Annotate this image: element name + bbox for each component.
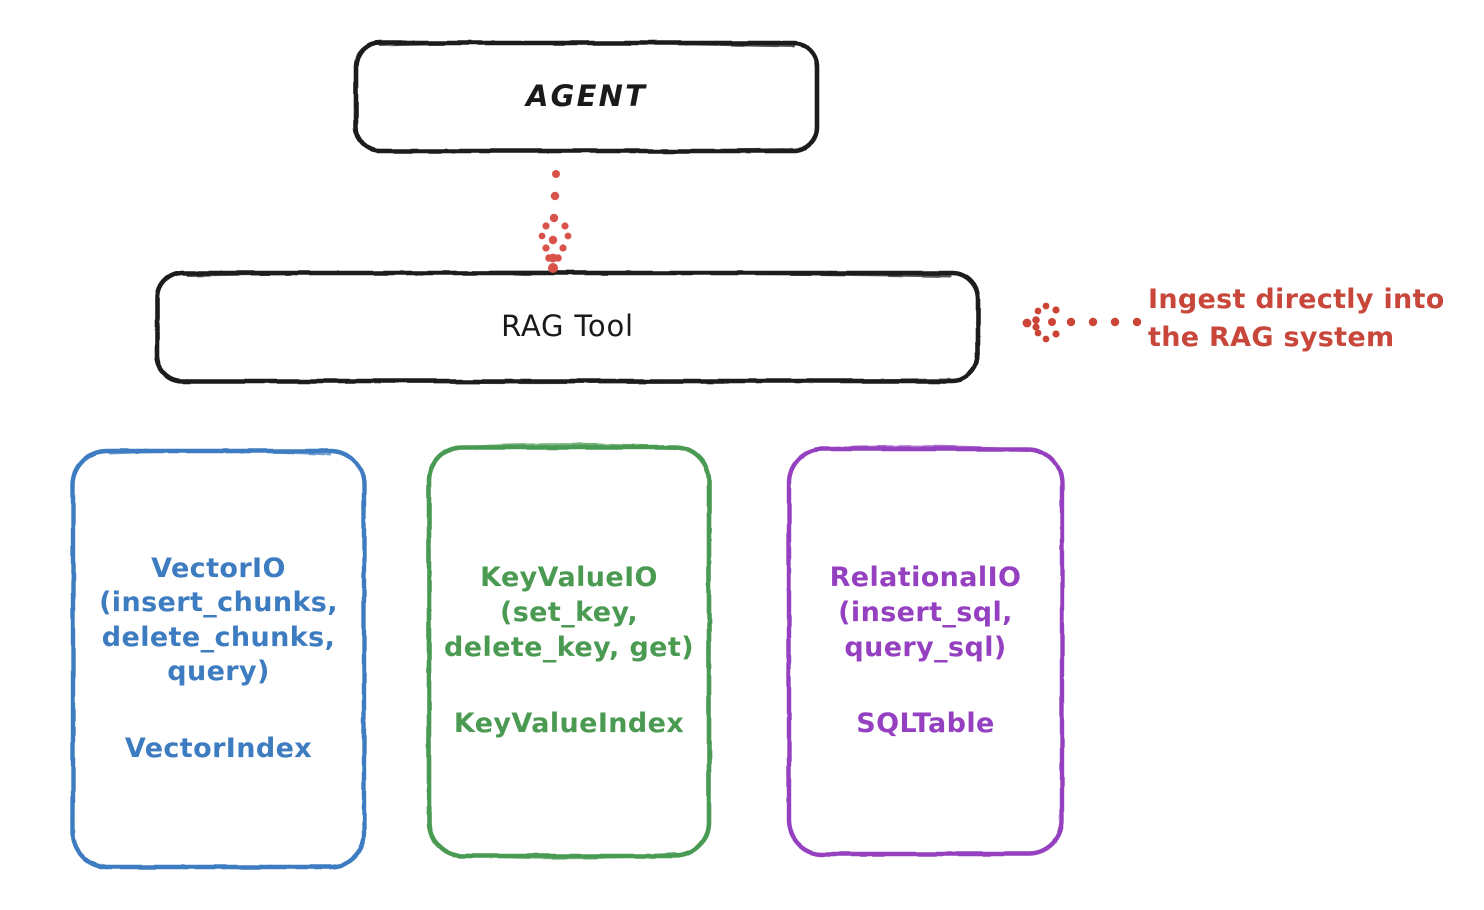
relational-io-label-group: RelationalIO (insert_sql, query_sql) SQL…	[788, 448, 1063, 855]
key-value-io-label-group: KeyValueIO (set_key, delete_key, get) Ke…	[428, 446, 710, 857]
vector-io-api-label: VectorIO (insert_chunks, delete_chunks, …	[99, 552, 338, 688]
vector-io-index-label: VectorIndex	[124, 732, 313, 764]
relational-io-api-label: RelationalIO (insert_sql, query_sql)	[829, 562, 1022, 663]
relational-io-index-label: SQLTable	[856, 708, 995, 740]
key-value-io-index-label: KeyValueIndex	[453, 708, 685, 740]
ingest-annotation-label: Ingest directly into the RAG system	[1148, 284, 1445, 354]
rag-tool-node[interactable]: RAG Tool	[155, 272, 980, 382]
relational-io-node[interactable]: RelationalIO (insert_sql, query_sql) SQL…	[788, 448, 1063, 855]
key-value-io-api-label: KeyValueIO (set_key, delete_key, get)	[444, 562, 694, 663]
annotation-to-rag-tool-arrow	[1022, 302, 1142, 343]
agent-node[interactable]: AGENT	[355, 42, 818, 152]
agent-node-label: AGENT	[525, 79, 648, 114]
vector-io-node[interactable]: VectorIO (insert_chunks, delete_chunks, …	[72, 450, 365, 868]
agent-to-rag-tool-arrow	[538, 170, 572, 273]
vector-io-label-group: VectorIO (insert_chunks, delete_chunks, …	[72, 450, 365, 868]
rag-tool-node-label: RAG Tool	[501, 309, 634, 344]
key-value-io-node[interactable]: KeyValueIO (set_key, delete_key, get) Ke…	[428, 446, 710, 857]
